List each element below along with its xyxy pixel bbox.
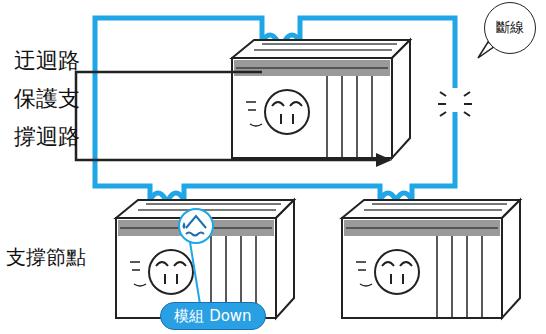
fault-icon <box>179 209 213 304</box>
node-role-label: 支撐節點 <box>6 244 116 271</box>
plc-unit <box>342 200 520 318</box>
plc-unit <box>232 40 410 158</box>
ring-cable-right-lower <box>412 112 455 200</box>
break-mark <box>438 92 472 116</box>
connector-loops <box>150 193 184 200</box>
detour-arrow <box>76 72 392 167</box>
node-text: 斷線 <box>496 19 524 37</box>
ring-cable <box>95 18 455 200</box>
path-label: 迂迴路 保護支 撐迴路 <box>14 42 94 156</box>
ring-cable-bottom <box>184 186 380 200</box>
connector-loops <box>380 193 412 200</box>
callout-bubble: 斷線 <box>484 2 536 54</box>
status-pill: 模組 Down <box>160 302 266 330</box>
leader-line <box>190 242 200 304</box>
node-text: 模組 Down <box>174 307 251 326</box>
plc-unit <box>116 200 294 318</box>
